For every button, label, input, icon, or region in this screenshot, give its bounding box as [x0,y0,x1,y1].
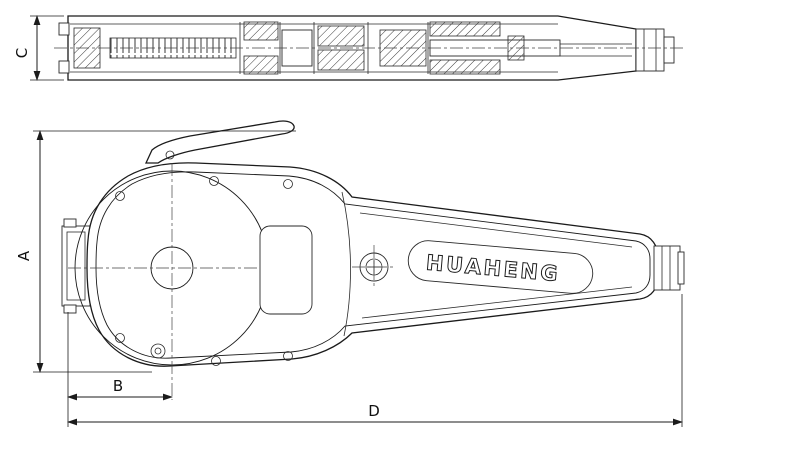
dimension-b: B [67,312,173,427]
side-view: HUAHENG [61,120,685,400]
right-connector [653,245,685,291]
dimensions: C A B D [13,14,683,427]
dim-label-b: B [113,377,123,395]
body-window [259,225,313,315]
brand-plate: HUAHENG [407,240,594,294]
dim-label-d: D [368,402,380,420]
dim-label-a: A [15,250,33,261]
dimension-c: C [13,14,64,81]
clamp-lever [144,120,295,164]
dim-label-c: C [13,48,31,58]
screws [115,176,293,366]
top-section-view [54,15,684,81]
dimension-a: A [15,130,296,373]
left-connector [61,218,91,314]
dimension-d: D [67,294,683,427]
adjuster-knob [352,245,396,289]
